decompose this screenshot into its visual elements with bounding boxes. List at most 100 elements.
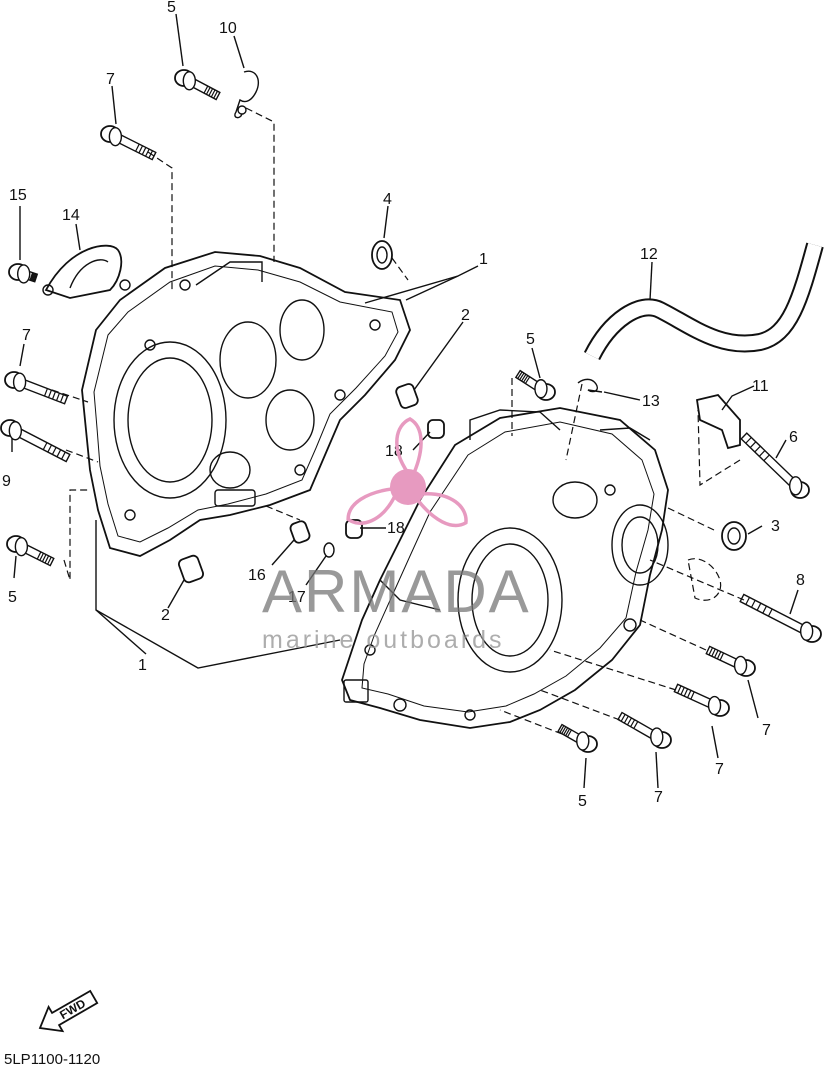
watermark-tagline: marine outboards [262,626,505,654]
bolt-thread [135,143,140,152]
breather-hose [583,242,824,361]
bolt-flange [576,731,590,751]
watermark: ARMADA marine outboards [262,417,531,654]
bolt-thread [44,555,50,564]
callout-8: 8 [796,572,805,589]
bolt-thread [677,685,682,694]
dowel-pin-16 [289,520,311,544]
bolt-flange [182,71,197,91]
callout-5: 5 [578,793,587,810]
bolt-flange [14,536,29,557]
bolt-thread [32,273,36,282]
callout-14: 14 [62,207,80,224]
callout-5: 5 [167,0,176,16]
callout-12: 12 [640,246,658,263]
bolt-thread [210,89,216,98]
bolt-thread [59,394,64,403]
callout-17: 17 [288,589,306,606]
dowel-pin [178,554,204,584]
leader-lines [11,13,799,789]
bolt-thread [561,726,567,734]
bolt-thread [43,388,48,397]
callout-10: 10 [219,20,237,37]
bolt-shaft [739,593,808,635]
bolt-thread [213,90,218,99]
bolt-thread [47,389,52,398]
bolt-thread [521,374,527,382]
bolt-thread [51,447,57,455]
bolt [740,432,810,499]
bolt-thread [762,605,768,614]
callout-5: 5 [526,331,535,348]
bolt-thread [749,441,757,449]
bolt-thread [626,717,632,726]
callout-15: 15 [9,187,27,204]
bolt [617,711,672,749]
bolt-flange [534,379,548,399]
bolt-thread [55,392,60,401]
bolt-flange [788,476,803,496]
bolt-thread [61,451,66,460]
clip [577,378,603,393]
bolt-thread [517,371,523,379]
bolt-flange [12,372,27,392]
bolt-thread [203,85,209,94]
bolt-flange [16,264,31,284]
bolt-thread [687,690,692,698]
callout-18: 18 [387,520,405,537]
bolt-thread [524,376,531,384]
bolt-thread [711,648,716,657]
callout-7: 7 [106,71,115,88]
callout-7: 7 [715,761,724,778]
bolt [739,593,822,643]
bolt-flange [733,655,748,676]
callout-numbers: 5 10 7 15 14 4 1 12 2 7 5 13 11 18 6 9 1… [2,0,805,810]
bolt-thread [47,444,53,453]
dowel-pin [395,383,419,409]
callout-7: 7 [22,327,31,344]
bolt-thread [708,647,714,656]
fwd-arrow: FWD [38,989,99,1033]
watermark-brand: ARMADA [262,558,531,625]
bolt-thread [522,375,529,383]
bolt-thread [754,445,761,453]
callout-4: 4 [383,191,392,208]
bolt-thread [763,454,770,462]
bolt-shaft [14,427,71,463]
callout-5: 5 [8,589,17,606]
bolt-thread [41,554,47,562]
callout-7: 7 [654,789,663,806]
bolt-thread [680,687,685,695]
bolt-thread [758,450,766,457]
bolt-flange [8,421,23,441]
callout-6: 6 [789,429,798,446]
bolt-thread [519,372,525,381]
left-crankcase [81,251,411,557]
bolt-thread [745,597,751,605]
right-crankcase [341,407,669,729]
callout-2: 2 [461,307,470,324]
bolt-thread [39,552,44,561]
bolt [4,371,69,405]
bolt-thread [563,727,569,736]
bolt-flange [650,727,664,747]
fwd-arrow-icon [38,989,99,1033]
callout-1: 1 [138,657,147,674]
bolt-flange [108,126,123,147]
callout-9: 9 [2,473,11,490]
oil-seal [371,240,393,270]
bolt [557,723,598,753]
bolt-shaft [19,378,69,405]
callout-13: 13 [642,393,660,410]
bolt-thread [47,556,52,565]
callout-11: 11 [752,378,769,395]
callout-3: 3 [771,518,780,535]
callout-7: 7 [762,722,771,739]
hose-clamp [234,70,260,119]
bolt-thread [566,729,572,738]
bolt-thread [138,145,144,154]
bolt [174,69,221,101]
bolt-thread [633,721,639,729]
bolt-flange [707,695,722,716]
